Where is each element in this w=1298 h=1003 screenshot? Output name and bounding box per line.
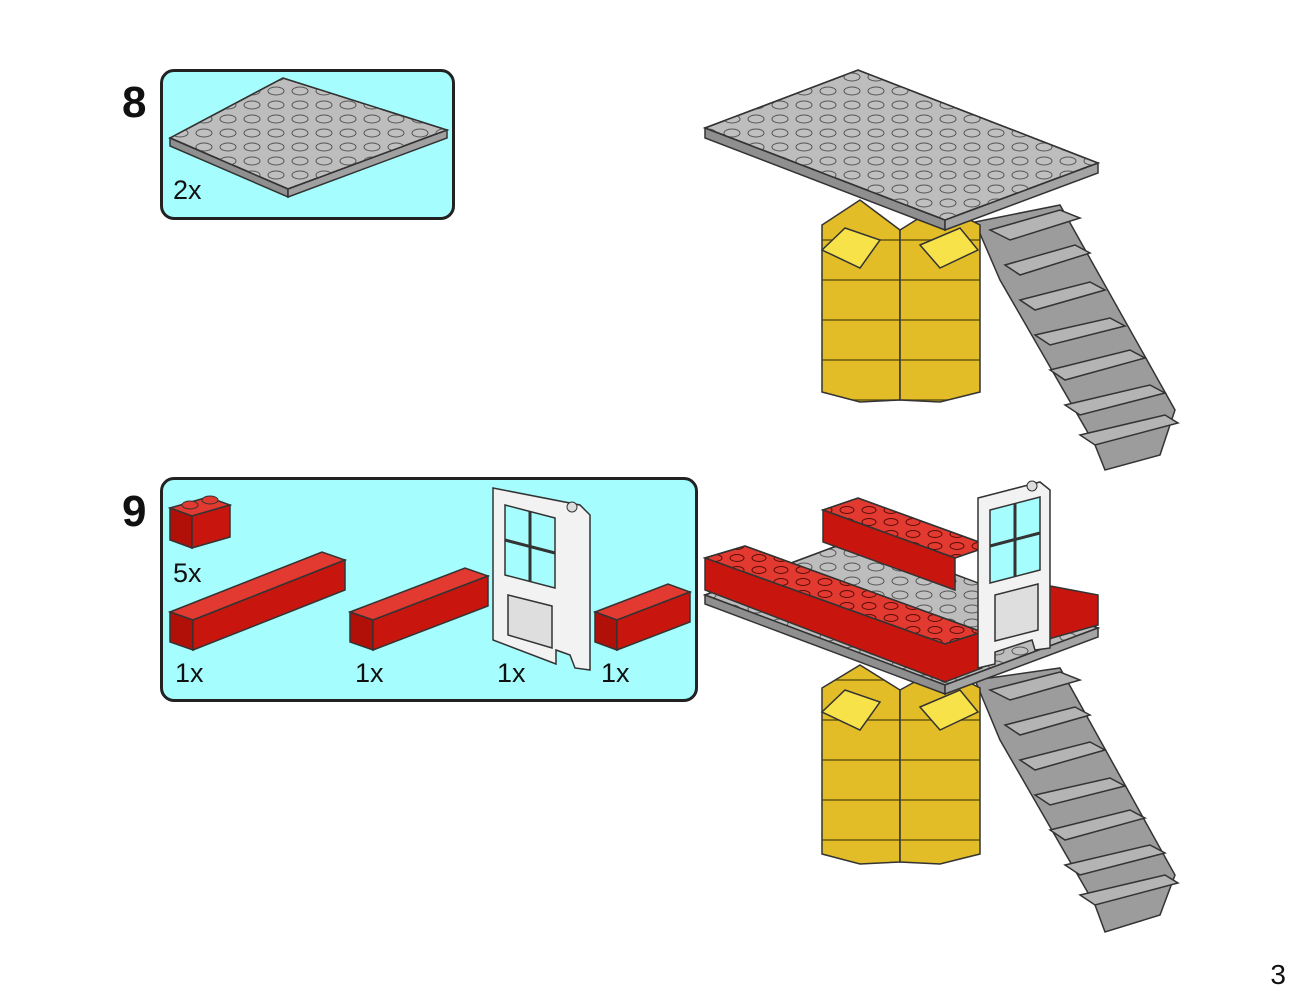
- part-red-brick-1x6-icon: [347, 567, 491, 652]
- step-8-model: [702, 69, 1180, 471]
- part-red-brick-1x2-icon: [167, 495, 233, 550]
- staircase: [973, 204, 1180, 471]
- step-9-part-3-quantity: 1x: [355, 658, 384, 688]
- step-8-number: 8: [122, 78, 147, 127]
- step-9-part-1-quantity: 5x: [173, 558, 202, 588]
- part-red-brick-1x4-icon: [592, 583, 693, 652]
- part-gray-plate-icon: [168, 77, 450, 199]
- step-9-number: 9: [122, 487, 147, 536]
- step-9-model: [702, 480, 1180, 933]
- top-plate: [702, 69, 1101, 232]
- step-9-part-2-quantity: 1x: [175, 658, 204, 688]
- part-red-brick-1x8-icon: [167, 551, 348, 652]
- step-9-part-4-quantity: 1x: [497, 658, 526, 688]
- page-number: 3: [1270, 959, 1286, 990]
- part-white-door-icon: [492, 487, 591, 671]
- yellow-pillars: [820, 664, 981, 865]
- front-red-wall: [702, 545, 1099, 683]
- yellow-pillars: [820, 199, 981, 403]
- door: [977, 480, 1051, 669]
- step-8-part-1-quantity: 2x: [173, 175, 202, 205]
- staircase: [973, 667, 1180, 933]
- step-9-part-5-quantity: 1x: [601, 658, 630, 688]
- back-red-wall: [820, 497, 993, 592]
